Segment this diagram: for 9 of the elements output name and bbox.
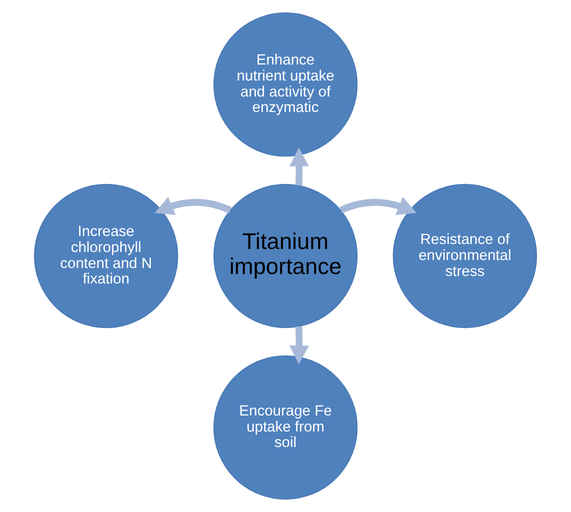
arrow — [154, 196, 232, 215]
node-circle: Encourage Fe uptake from soil — [213, 355, 358, 500]
node-circle: Enhance nutrient uptake and activity of enzymatic — [213, 12, 358, 157]
node-circle: Titanium importance — [213, 184, 358, 328]
node-circle: Increase chlorophyll content and N fixation — [34, 184, 178, 328]
node-circle: Resistance of environmental stress — [392, 184, 538, 328]
arrow — [340, 196, 416, 216]
arrow — [289, 326, 309, 364]
arrow — [289, 148, 309, 186]
